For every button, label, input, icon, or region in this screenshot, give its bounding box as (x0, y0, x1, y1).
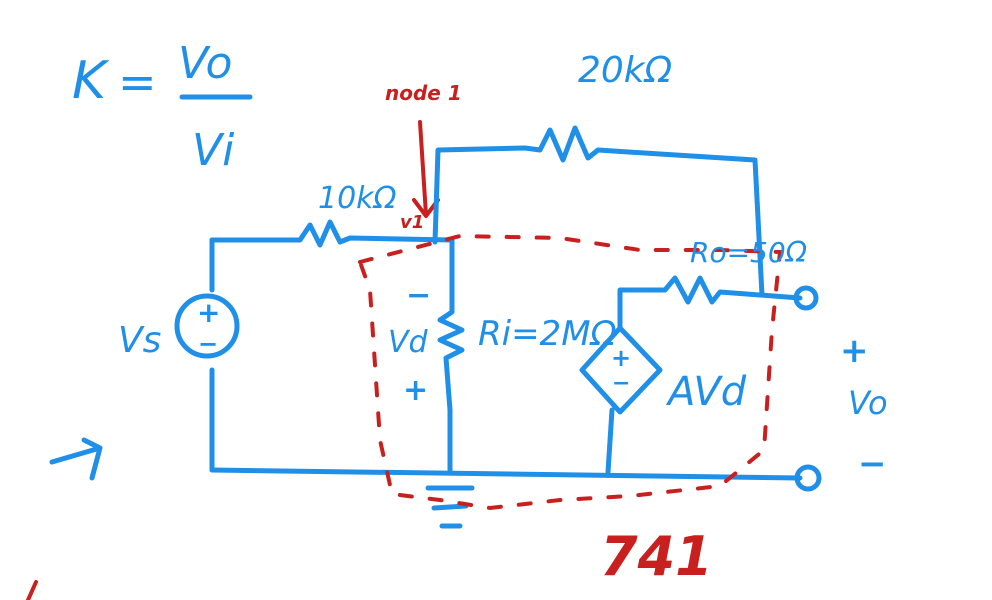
source-circle (174, 293, 240, 359)
label-r-input: 10kΩ (318, 181, 397, 216)
label-vd-minus: − (406, 278, 431, 313)
voltage-source-vs: + − (174, 293, 240, 359)
ground-wire (209, 467, 803, 481)
input-resistor (209, 219, 455, 248)
label-opamp-741: 741 (600, 525, 713, 588)
label-vd: Vd (388, 325, 429, 360)
equation-equals: = (118, 55, 157, 109)
stray-red-mark (26, 580, 38, 600)
label-r-feedback: 20kΩ (578, 50, 673, 91)
arrow-doodle (49, 437, 103, 481)
dep-source-wire-bottom (605, 407, 615, 475)
label-vs: Vs (118, 320, 161, 361)
circuit-wiring (209, 125, 803, 481)
ground-symbol (425, 485, 475, 529)
output-resistor-ro (617, 275, 803, 331)
equation-denominator: Vi (192, 125, 235, 176)
label-vd-plus: + (403, 373, 428, 408)
feedback-resistor (432, 125, 765, 298)
dep-minus: − (612, 371, 630, 396)
label-ro: Ro=50Ω (690, 236, 808, 269)
source-minus: − (198, 330, 218, 358)
gain-equation: K = Vo Vi (72, 38, 253, 176)
label-out-minus: − (858, 444, 887, 484)
label-gain: AVd (665, 369, 747, 415)
output-terminals (793, 285, 822, 492)
output-terminal-bottom (794, 464, 822, 492)
opamp-boundary (357, 233, 783, 511)
equation-k: K (72, 51, 110, 111)
output-terminal-top (793, 285, 819, 311)
label-node: node 1 (385, 81, 462, 105)
label-ri: Ri=2MΩ (478, 314, 617, 354)
dependent-voltage-source: + − (579, 325, 663, 415)
source-plus: + (197, 296, 220, 329)
label-out-plus: + (840, 331, 869, 371)
input-resistance-ri (437, 237, 465, 473)
ground-line-2 (431, 503, 469, 511)
dep-plus: + (611, 344, 631, 372)
dependent-source-diamond (579, 325, 663, 415)
opamp-boundary-dashed (357, 233, 783, 511)
label-v1: v1 (400, 212, 424, 233)
label-vo: Vo (848, 384, 888, 422)
equation-numerator: Vo (178, 38, 232, 89)
